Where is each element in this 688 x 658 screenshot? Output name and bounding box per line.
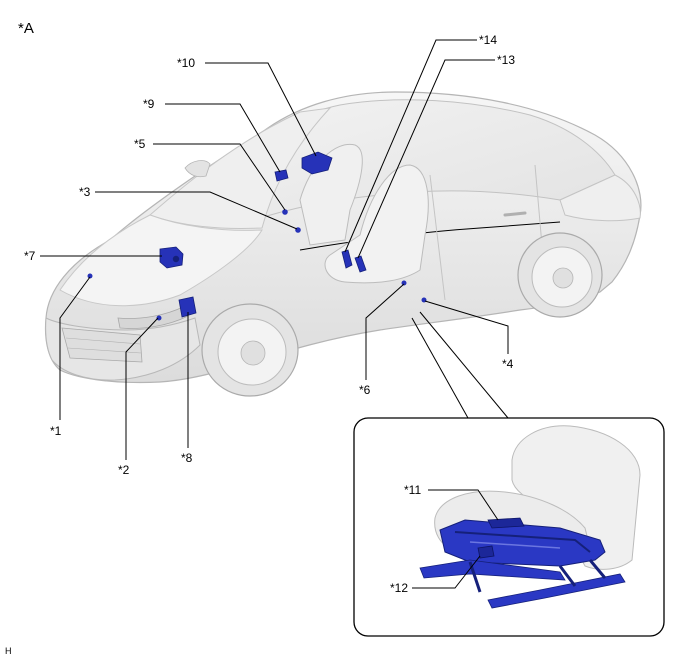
components	[87, 151, 427, 321]
component-9	[274, 169, 289, 182]
seat-detail-inset	[353, 417, 665, 637]
car-mirror	[184, 160, 211, 178]
callout-4: *4	[502, 357, 514, 371]
car-grille	[61, 327, 143, 363]
car-seat-driver	[324, 164, 429, 284]
callout-8: *8	[181, 451, 193, 465]
footer-code: H	[5, 646, 12, 656]
component-10	[301, 151, 333, 175]
callout-7: *7	[24, 249, 36, 263]
callout-13: *13	[497, 53, 515, 67]
leader-lines	[40, 39, 509, 460]
component-2	[156, 315, 162, 321]
inset-seat-rail-left	[419, 559, 566, 581]
callout-9: *9	[143, 97, 155, 111]
callout-labels: *A *10 *9 *5 *3 *7 *1 *2 *8 *14 *13 *6 *…	[5, 20, 515, 656]
callout-10: *10	[177, 56, 195, 70]
car-front-wheel	[201, 303, 299, 397]
component-5	[282, 209, 288, 215]
car-trunk	[559, 174, 641, 222]
component-6	[401, 280, 407, 286]
car-rear-wheel	[517, 232, 603, 318]
component-7	[159, 246, 184, 269]
callout-12: *12	[390, 581, 408, 595]
component-12	[477, 545, 495, 559]
inset-seat-rail-right	[487, 573, 626, 609]
view-label: *A	[18, 20, 34, 37]
component-11	[487, 517, 525, 529]
car-windshield	[149, 107, 332, 229]
callout-6: *6	[359, 383, 371, 397]
callout-3: *3	[79, 185, 91, 199]
callout-2: *2	[118, 463, 130, 477]
component-3	[295, 227, 301, 233]
callout-14: *14	[479, 33, 497, 47]
component-4	[421, 297, 427, 303]
component-1	[87, 273, 93, 279]
callout-11: *11	[404, 483, 421, 497]
component-8	[178, 296, 197, 318]
callout-1: *1	[50, 424, 62, 438]
callout-5: *5	[134, 137, 146, 151]
